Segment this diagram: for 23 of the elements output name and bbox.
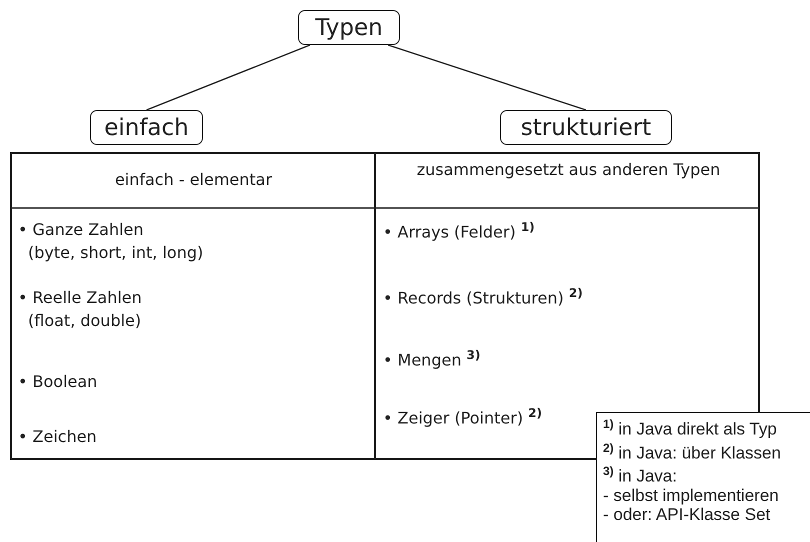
type-box: einfach [90, 110, 203, 145]
list-item: (byte, short, int, long) [28, 243, 204, 262]
column-header: einfach - elementar [114, 170, 274, 189]
type-box: strukturiert [500, 110, 672, 145]
list-item: • Arrays (Felder) $^{1)}$ [383, 220, 535, 242]
footnote-text: $^{1)}$ in Java direkt als Typ [603, 416, 778, 439]
type-box: Typen [298, 10, 400, 45]
column-header: zusammengesetzt aus anderen Typen [416, 160, 722, 179]
footnote-text: - oder: API-Klasse Set [603, 504, 772, 524]
list-item: • Ganze Zahlen [18, 220, 144, 239]
list-item: • Reelle Zahlen [18, 288, 142, 307]
footnote-text: - selbst implementieren [603, 486, 780, 505]
connector-line [146, 44, 310, 111]
list-item: • Boolean [18, 372, 98, 391]
list-item: • Records (Strukturen) $^{2)}$ [383, 286, 583, 308]
list-item: • Zeichen [18, 427, 97, 446]
footnote-box [596, 412, 810, 542]
connector-line [388, 44, 586, 111]
list-item: • Mengen $^{3)}$ [383, 348, 480, 370]
list-item: (float, double) [28, 311, 142, 330]
list-item: • Zeiger (Pointer) $^{2)}$ [383, 406, 542, 428]
footnote-text: $^{2)}$ in Java: über Klassen [603, 440, 782, 462]
footnote-text: $^{3)}$ in Java: [603, 463, 678, 486]
